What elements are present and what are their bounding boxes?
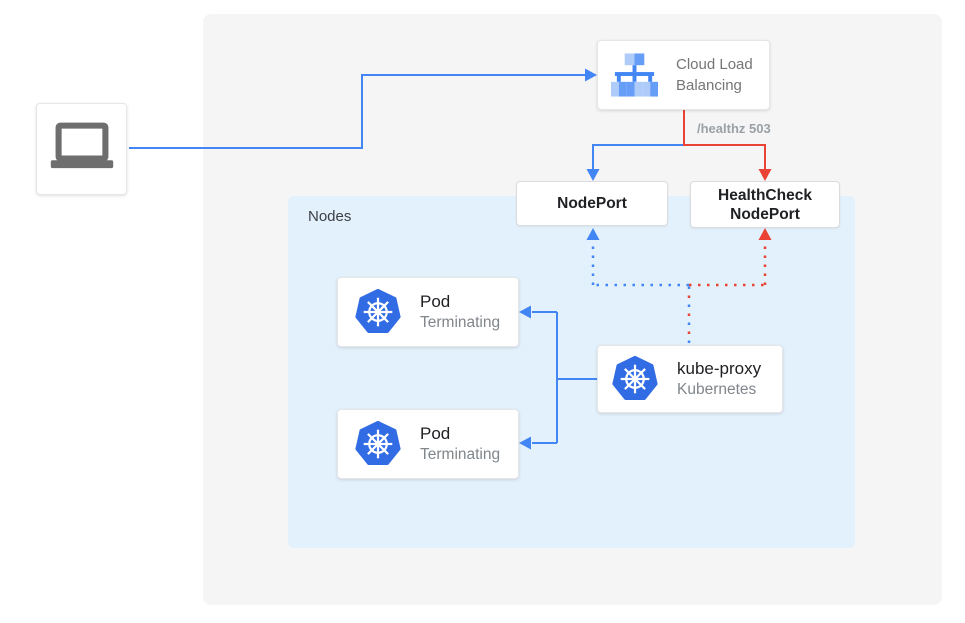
healthcheck-nodeport-label: HealthCheck NodePort — [718, 186, 812, 223]
pod-2-node: Pod Terminating — [337, 409, 519, 479]
cloud-load-balancing-icon — [611, 53, 658, 97]
healthz-status-label: /healthz 503 — [697, 121, 771, 136]
client-node — [36, 103, 127, 195]
nodeport-label: NodePort — [557, 194, 627, 212]
cloud-load-balancing-node: Cloud Load Balancing — [597, 40, 770, 110]
laptop-icon — [50, 122, 113, 169]
nodes-group-label: Nodes — [308, 208, 352, 225]
pod-2-status: Terminating — [420, 446, 501, 463]
pod-2-title: Pod — [420, 424, 451, 443]
pod-1-node: Pod Terminating — [337, 277, 519, 347]
kube-proxy-title: kube-proxy — [677, 359, 762, 378]
nodeport-node: NodePort — [516, 181, 668, 226]
cloud-load-balancing-label: Cloud Load Balancing — [676, 56, 753, 94]
healthcheck-nodeport-node: HealthCheck NodePort — [690, 181, 840, 228]
kube-proxy-node: kube-proxy Kubernetes — [597, 345, 783, 413]
pod-1-status: Terminating — [420, 314, 501, 331]
kube-proxy-subtitle: Kubernetes — [677, 381, 757, 398]
kubernetes-icon — [355, 288, 401, 333]
pod-1-title: Pod — [420, 292, 451, 311]
kubernetes-icon — [355, 420, 401, 465]
kubernetes-icon — [612, 355, 658, 400]
